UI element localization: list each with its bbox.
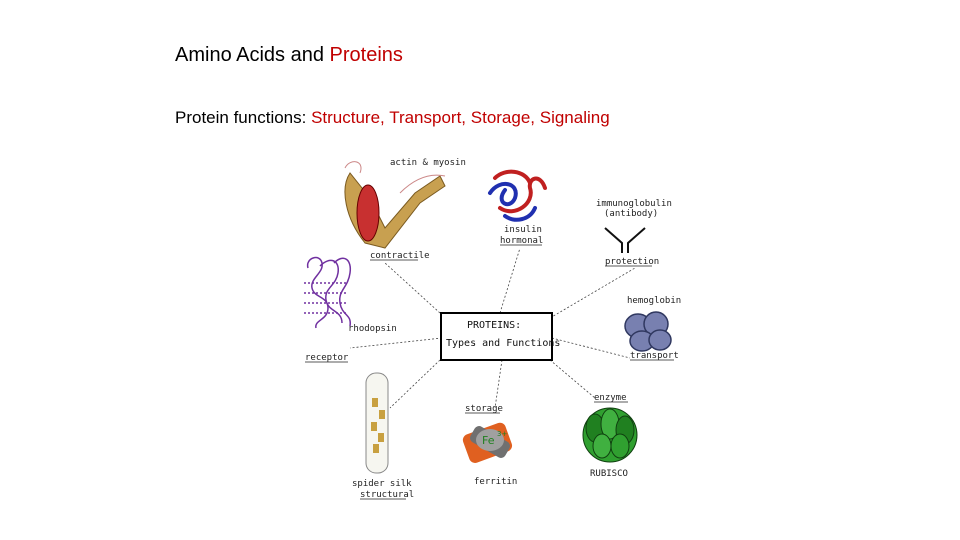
center-line1: PROTEINS: (467, 320, 521, 331)
label-receptor: receptor (305, 353, 349, 363)
center-line2: Types and Functions (446, 338, 560, 349)
label-rubisco: RUBISCO (590, 469, 628, 479)
rhodopsin-illustration (304, 256, 352, 329)
antibody-illustration (604, 227, 646, 253)
actin-myosin-illustration (344, 161, 446, 249)
center-box: PROTEINS: Types and Functions (440, 312, 560, 361)
connector-storage (494, 359, 503, 409)
label-contractile: contractile (370, 251, 430, 261)
label-storage: storage (465, 404, 503, 414)
protein-functions-diagram: PROTEINS: Types and Functions actin & my… (304, 158, 681, 500)
ferritin-illustration (462, 422, 513, 463)
connector-receptor (349, 337, 443, 349)
connector-enzyme (549, 359, 596, 399)
label-ferritin: ferritin (474, 477, 517, 487)
label-hormonal: hormonal (500, 236, 543, 246)
title-highlight: Proteins (329, 44, 403, 66)
label-hemoglobin: hemoglobin (627, 296, 681, 306)
label-antibody: (antibody) (604, 209, 658, 219)
label-enzyme: enzyme (594, 393, 627, 403)
label-protection: protection (605, 257, 659, 267)
spider-silk-illustration (365, 372, 389, 474)
connector-hormonal (499, 247, 521, 314)
title-prefix: Amino Acids and (175, 44, 330, 66)
label-structural: structural (360, 490, 414, 500)
connector-contractile (384, 262, 441, 314)
hemoglobin-illustration (624, 311, 672, 352)
label-transport: transport (630, 351, 679, 361)
label-fe: Fe (482, 434, 495, 447)
label-fe-charge: 3+ (497, 430, 507, 438)
insulin-illustration (488, 169, 547, 222)
connector-lines (349, 247, 636, 409)
connector-structural (389, 359, 441, 409)
label-rhodopsin: rhodopsin (348, 324, 397, 334)
label-actin-myosin: actin & myosin (390, 158, 466, 168)
connector-transport (551, 337, 631, 359)
rubisco-illustration (582, 407, 638, 463)
subtitle-prefix: Protein functions: (175, 108, 312, 127)
label-insulin: insulin (504, 225, 542, 235)
subtitle-highlight: Structure, Transport, Storage, Signaling (311, 108, 610, 127)
label-immunoglobulin: immunoglobulin (596, 199, 672, 209)
page-subtitle: Protein functions: Structure, Transport,… (175, 108, 610, 128)
page-title: Amino Acids and Proteins (175, 44, 403, 67)
connector-protection (549, 267, 636, 319)
label-spider-silk: spider silk (352, 479, 412, 489)
